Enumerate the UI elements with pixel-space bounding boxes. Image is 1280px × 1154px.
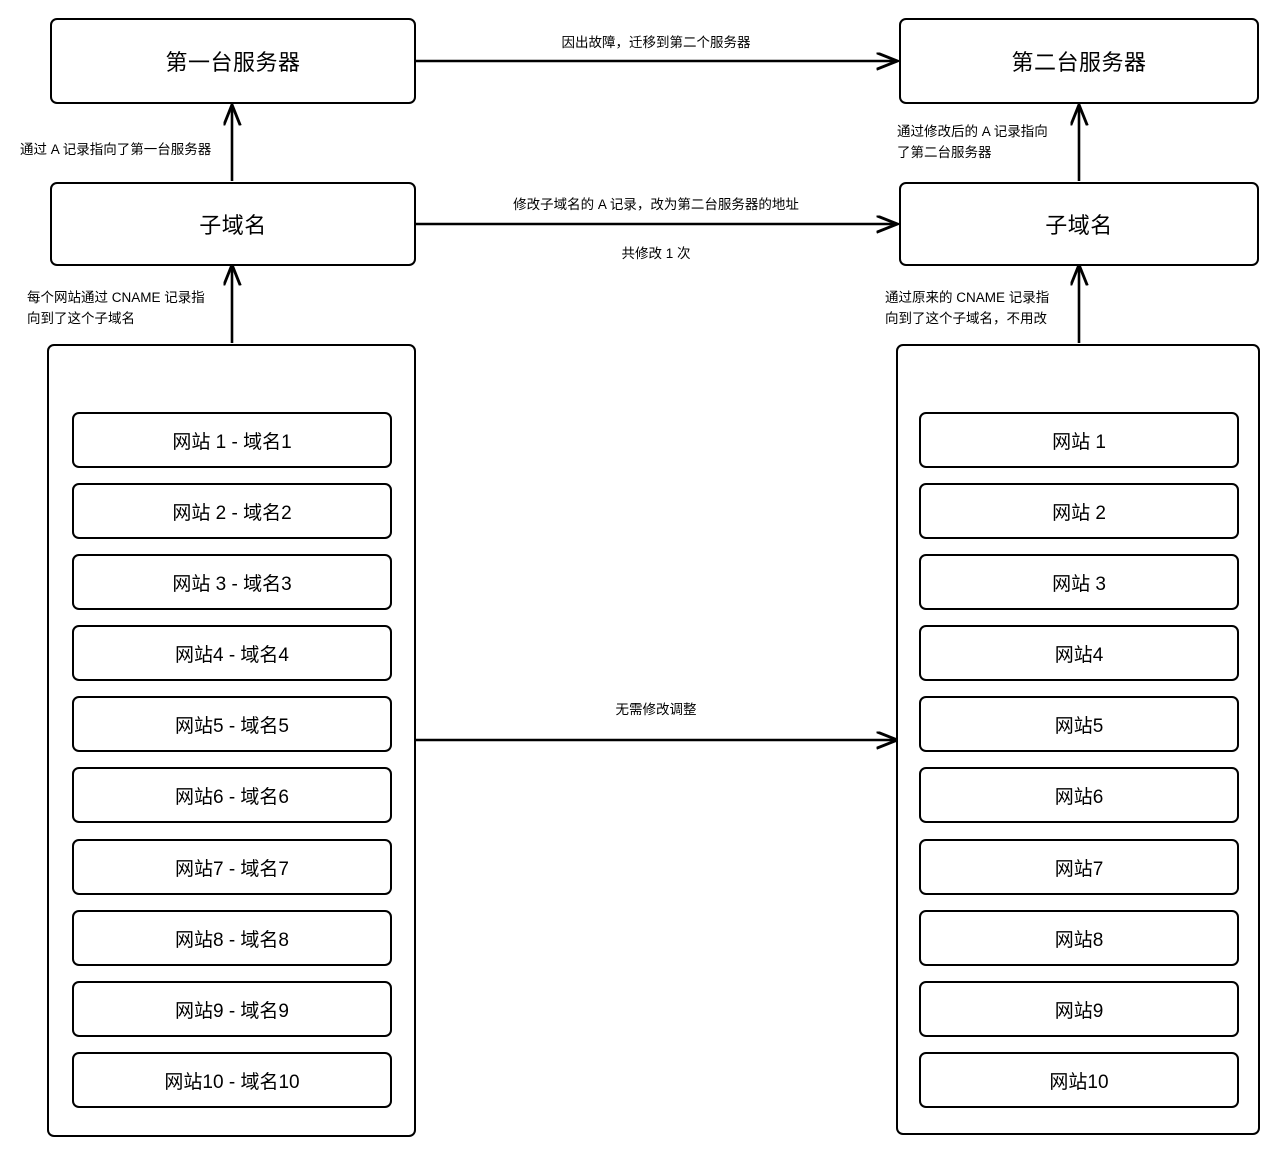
site-label: 网站9 [1054, 1000, 1104, 1022]
list-item[interactable]: 网站4 [919, 625, 1239, 681]
node-second-server-label: 第二台服务器 [1011, 50, 1147, 75]
edge-label-modify-count: 共修改 1 次 [621, 246, 691, 261]
site-label: 网站10 - 域名10 [164, 1071, 300, 1093]
node-right-subdomain-label: 子域名 [1045, 213, 1113, 238]
site-label: 网站8 [1054, 929, 1104, 951]
site-label: 网站 2 - 域名2 [172, 502, 292, 524]
node-left-subdomain[interactable]: 子域名 [50, 182, 416, 266]
list-item[interactable]: 网站 3 [919, 554, 1239, 610]
edge-label-left-cname: 每个网站通过 CNAME 记录指 向到了这个子域名 [27, 290, 205, 326]
list-item[interactable]: 网站7 - 域名7 [72, 839, 392, 895]
node-right-subdomain[interactable]: 子域名 [899, 182, 1259, 266]
edge-label-modify-a-record: 修改子域名的 A 记录，改为第二台服务器的地址 [513, 197, 799, 212]
site-label: 网站9 - 域名9 [174, 1000, 290, 1022]
site-label: 网站 1 - 域名1 [172, 431, 292, 453]
list-item[interactable]: 网站10 [919, 1052, 1239, 1108]
edge-label-right-a-record: 通过修改后的 A 记录指向 了第二台服务器 [897, 124, 1048, 160]
site-label: 网站8 - 域名8 [174, 929, 290, 951]
node-second-server[interactable]: 第二台服务器 [899, 18, 1259, 104]
edge-label-no-change: 无需修改调整 [615, 702, 697, 717]
edge-label-server-migration: 因出故障，迁移到第二个服务器 [561, 35, 751, 50]
site-label: 网站5 [1054, 715, 1104, 737]
list-item[interactable]: 网站7 [919, 839, 1239, 895]
site-label: 网站7 [1054, 858, 1104, 880]
site-label: 网站6 [1054, 786, 1104, 808]
site-label: 网站7 - 域名7 [174, 858, 290, 880]
list-item[interactable]: 网站5 - 域名5 [72, 696, 392, 752]
site-label: 网站 3 - 域名3 [172, 573, 292, 595]
list-item[interactable]: 网站8 - 域名8 [72, 910, 392, 966]
list-item[interactable]: 网站6 - 域名6 [72, 767, 392, 823]
list-item[interactable]: 网站9 - 域名9 [72, 981, 392, 1037]
site-label: 网站4 - 域名4 [174, 644, 290, 666]
node-left-subdomain-label: 子域名 [199, 213, 267, 238]
list-item[interactable]: 网站 2 [919, 483, 1239, 539]
list-item[interactable]: 网站5 [919, 696, 1239, 752]
edge-label-right-cname: 通过原来的 CNAME 记录指 向到了这个子域名，不用改 [885, 290, 1050, 326]
site-label: 网站5 - 域名5 [174, 715, 290, 737]
list-item[interactable]: 网站4 - 域名4 [72, 625, 392, 681]
list-item[interactable]: 网站 1 [919, 412, 1239, 468]
node-first-server[interactable]: 第一台服务器 [50, 18, 416, 104]
list-item[interactable]: 网站10 - 域名10 [72, 1052, 392, 1108]
list-item[interactable]: 网站 1 - 域名1 [72, 412, 392, 468]
node-first-server-label: 第一台服务器 [165, 50, 301, 75]
edge-label-left-a-record: 通过 A 记录指向了第一台服务器 [20, 142, 212, 157]
list-item[interactable]: 网站9 [919, 981, 1239, 1037]
site-label: 网站 2 [1052, 502, 1106, 524]
site-label: 网站6 - 域名6 [174, 786, 290, 808]
list-item[interactable]: 网站6 [919, 767, 1239, 823]
site-label: 网站 1 [1052, 431, 1106, 453]
list-item[interactable]: 网站8 [919, 910, 1239, 966]
site-label: 网站 3 [1052, 573, 1106, 595]
list-item[interactable]: 网站 3 - 域名3 [72, 554, 392, 610]
site-label: 网站4 [1054, 644, 1104, 666]
list-item[interactable]: 网站 2 - 域名2 [72, 483, 392, 539]
site-label: 网站10 [1049, 1071, 1109, 1093]
